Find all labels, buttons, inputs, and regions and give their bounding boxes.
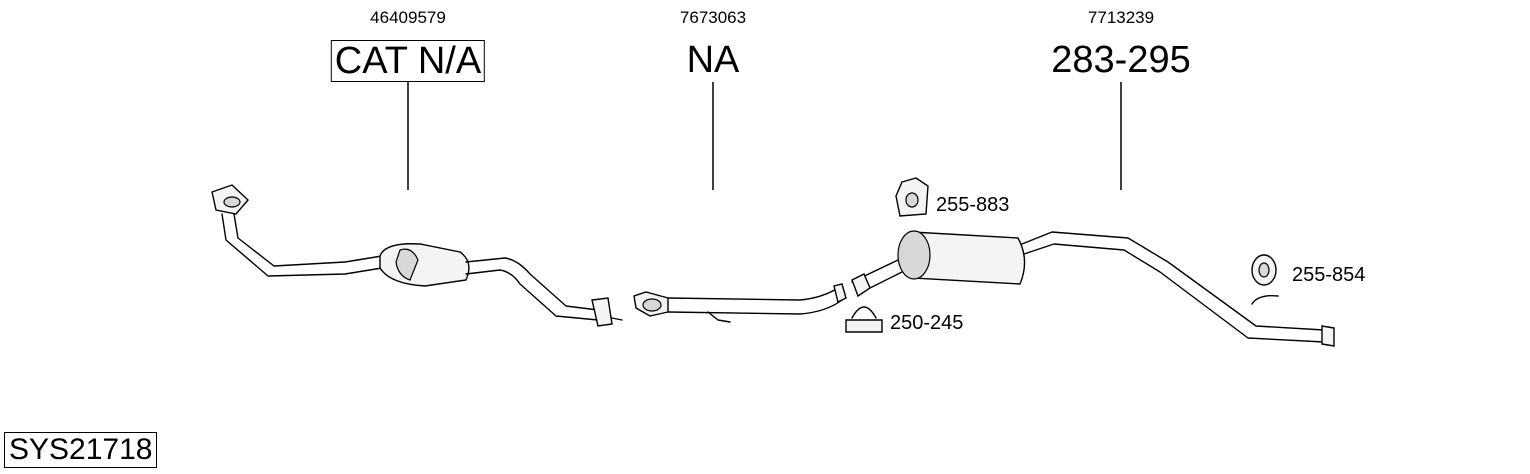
part-number-label: CAT N/A	[330, 40, 486, 82]
accessory-number-label: 250-245	[890, 312, 964, 334]
part-oem-number: 46409579	[370, 8, 446, 27]
part-number-label: 283-295	[1051, 39, 1191, 81]
u-bolt-clamp-icon	[845, 306, 883, 333]
catalytic-converter-assembly	[211, 184, 623, 327]
accessory-number-label: 255-854	[1292, 264, 1366, 286]
part-oem-number: 7673063	[679, 8, 747, 27]
part-oem-number: 7713239	[1087, 8, 1155, 27]
rubber-ring-hanger-icon	[1251, 254, 1277, 286]
rear-silencer-assembly	[851, 230, 1335, 347]
rubber-hanger-icon	[895, 177, 929, 217]
middle-pipe-assembly	[633, 283, 847, 323]
accessory-number-label: 255-883	[936, 194, 1010, 216]
system-code-label: SYS21718	[4, 432, 158, 468]
part-number-label: NA	[686, 39, 740, 81]
